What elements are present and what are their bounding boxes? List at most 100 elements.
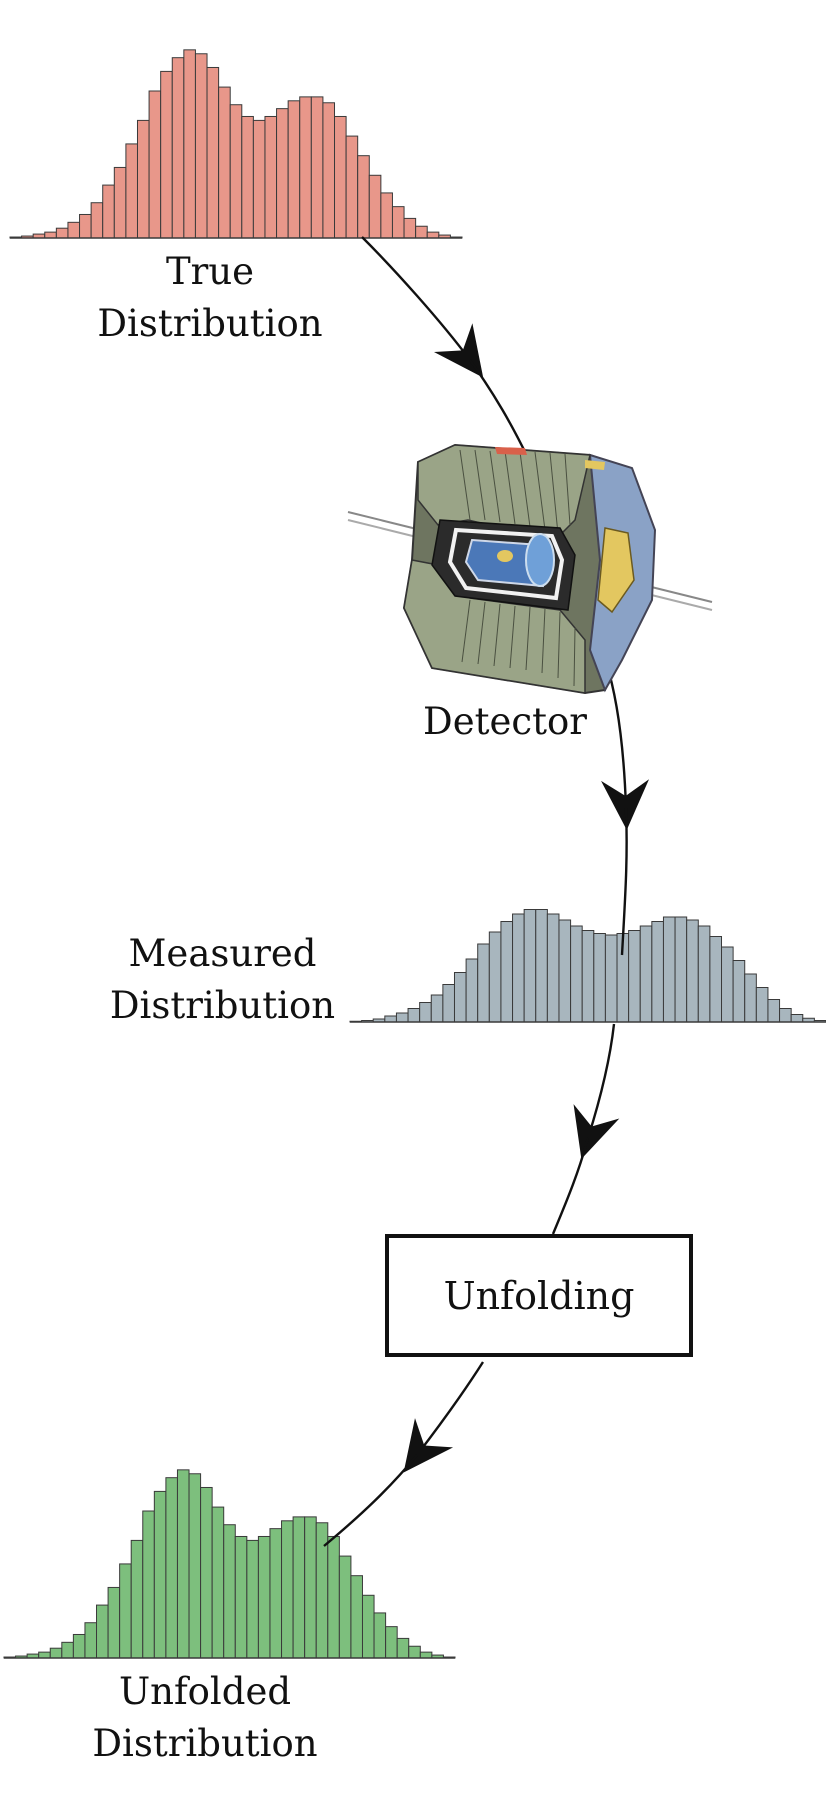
unfolded-bar xyxy=(188,1473,202,1659)
true-bar xyxy=(136,119,150,239)
true-bar xyxy=(148,90,162,239)
unfolded-bar xyxy=(234,1535,248,1659)
true-distribution-label: True Distribution xyxy=(90,246,330,350)
unfolded-bar xyxy=(257,1535,271,1659)
unfolded-bar xyxy=(385,1626,398,1659)
unfolded-bar xyxy=(107,1586,121,1659)
true-label-line1: True xyxy=(165,250,255,293)
true-bar xyxy=(125,143,138,239)
unfolded-bar xyxy=(304,1516,317,1659)
true-bar xyxy=(391,206,405,239)
measured-bar xyxy=(546,913,560,1023)
measured-label-line2: Distribution xyxy=(109,984,336,1027)
true-bar xyxy=(426,231,440,239)
measured-bar xyxy=(662,916,676,1023)
true-bar xyxy=(276,108,289,239)
true-bar xyxy=(90,202,104,239)
measured-bar xyxy=(395,1012,409,1023)
arrow-unfolding-to-unfolded-tail xyxy=(323,1454,418,1547)
unfolded-bar xyxy=(327,1535,340,1659)
measured-label-line1: Measured xyxy=(128,932,317,975)
measured-bar xyxy=(570,925,583,1023)
unfolded-bar xyxy=(38,1651,51,1659)
measured-bar xyxy=(628,930,641,1023)
measured-bar xyxy=(779,1008,792,1023)
measured-bar xyxy=(523,909,537,1023)
unfolded-bar xyxy=(408,1645,421,1659)
measured-bar xyxy=(488,931,502,1023)
measured-bar xyxy=(512,913,525,1023)
unfolded-bar xyxy=(396,1637,410,1659)
true-bar xyxy=(345,135,359,239)
unfolded-bar xyxy=(130,1539,144,1659)
true-bar xyxy=(102,184,115,239)
true-bar xyxy=(380,192,393,239)
true-bar xyxy=(218,86,231,239)
true-distribution-histogram xyxy=(9,49,463,239)
measured-bar xyxy=(709,936,723,1023)
unfolded-bar xyxy=(84,1622,98,1659)
unfolded-bar xyxy=(49,1647,63,1659)
measured-bar xyxy=(767,999,781,1023)
unfolded-bar xyxy=(142,1510,155,1659)
flow-arrows xyxy=(323,236,650,1547)
particle-detector-icon xyxy=(347,443,713,695)
unfolded-distribution-label: Unfolded Distribution xyxy=(80,1666,330,1770)
true-bar xyxy=(287,100,301,239)
true-bar xyxy=(310,96,324,239)
measured-bar xyxy=(755,987,769,1023)
true-bar xyxy=(55,227,69,239)
true-bar xyxy=(229,104,243,239)
true-bar xyxy=(403,217,417,239)
true-bar xyxy=(194,53,208,239)
measured-bar xyxy=(558,919,572,1023)
unfolded-bar xyxy=(350,1575,363,1659)
true-bar xyxy=(206,66,220,239)
true-bar xyxy=(334,115,347,239)
true-bar xyxy=(113,166,127,239)
true-bar xyxy=(368,174,382,239)
measured-bar xyxy=(465,958,479,1023)
unfolded-distribution-histogram xyxy=(3,1469,456,1659)
measured-distribution-label: Measured Distribution xyxy=(100,928,345,1032)
unfolded-bar xyxy=(119,1563,132,1659)
unfolded-bar xyxy=(373,1612,387,1659)
measured-bar xyxy=(453,972,467,1023)
unfolded-bar xyxy=(292,1516,306,1659)
measured-bar xyxy=(721,946,734,1023)
measured-bar xyxy=(790,1014,804,1023)
measured-bar xyxy=(732,960,746,1023)
measured-bar xyxy=(744,973,757,1023)
unfolded-bar xyxy=(153,1490,167,1659)
measured-bar xyxy=(477,943,490,1023)
true-bar xyxy=(252,119,266,239)
arrow-measured-to-unfolding-tail xyxy=(551,1137,590,1235)
unfolded-bar xyxy=(269,1528,283,1659)
measured-bar xyxy=(604,934,618,1023)
unfolded-bar xyxy=(165,1477,178,1659)
unfolded-bar xyxy=(419,1651,433,1659)
true-bar xyxy=(357,155,370,239)
true-bar xyxy=(79,213,92,239)
measured-bar xyxy=(535,909,548,1023)
unfolding-box: Unfolding xyxy=(385,1234,693,1357)
arrow-true-to-detector xyxy=(361,236,484,378)
true-bar xyxy=(299,96,312,239)
arrow-measured-to-unfolding xyxy=(573,1023,620,1159)
unfolded-bar xyxy=(281,1520,294,1659)
detector-label-text: Detector xyxy=(423,700,587,743)
detector-label: Detector xyxy=(405,696,605,748)
unfolded-label-line2: Distribution xyxy=(92,1722,318,1765)
measured-bar xyxy=(686,919,699,1023)
measured-bar xyxy=(500,921,514,1023)
measured-bar xyxy=(593,933,606,1023)
measured-bar xyxy=(639,925,653,1023)
measured-bar xyxy=(651,921,664,1023)
true-bar xyxy=(171,57,185,239)
unfolded-bar xyxy=(200,1486,213,1659)
true-bar xyxy=(241,115,254,239)
unfolded-bar xyxy=(176,1469,190,1659)
arrow-detector-to-measured-tail xyxy=(620,807,628,956)
